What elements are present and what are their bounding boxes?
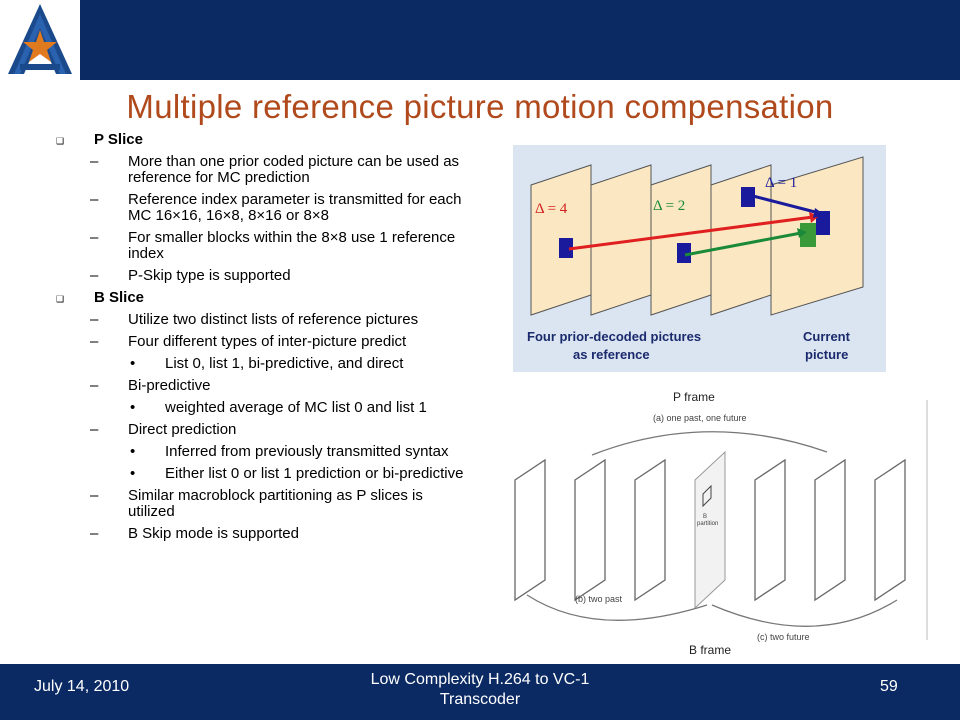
reference-frame-2 <box>650 164 712 316</box>
arc-two-future <box>711 599 898 627</box>
university-logo <box>0 0 80 80</box>
list-item: –Reference index parameter is transmitte… <box>90 191 462 224</box>
arc-two-past <box>526 594 708 621</box>
list-item: –Utilize two distinct lists of reference… <box>90 311 419 328</box>
footer-title-line2: Transcoder <box>439 691 521 708</box>
p-frame-label: P frame <box>673 390 715 404</box>
list-item: –Direct prediction <box>90 421 237 438</box>
reference-frames-figure: Δ = 4 Δ = 2 Δ = 1 Four prior-decoded pic… <box>513 145 886 372</box>
ref-block-1 <box>741 187 755 207</box>
b-frame-label: B frame <box>689 643 732 657</box>
frame-outline <box>754 458 786 602</box>
current-frame <box>770 156 864 316</box>
delta-4-label: Δ = 4 <box>535 201 568 217</box>
b-frame <box>694 450 726 610</box>
frame-outline <box>874 458 906 602</box>
red-motion-arrow <box>568 215 814 251</box>
sub-list-item: •Inferred from previously transmitted sy… <box>130 443 449 460</box>
list-item: –B Skip mode is supported <box>90 525 299 542</box>
list-item: –For smaller blocks within the 8×8 use 1… <box>90 229 456 262</box>
frame-outline <box>514 458 546 602</box>
footer-date: July 14, 2010 <box>34 678 130 695</box>
delta-1-label: Δ = 1 <box>765 175 797 191</box>
list-item: –Four different types of inter-picture p… <box>90 333 407 350</box>
delta-2-label: Δ = 2 <box>653 198 685 214</box>
header-bar <box>0 0 960 80</box>
arc-a-label: (a) one past, one future <box>653 413 747 423</box>
section-heading: ❑B Slice <box>56 289 145 306</box>
list-item: –More than one prior coded picture can b… <box>90 153 460 186</box>
current-block-green <box>800 223 816 247</box>
list-item: –Similar macroblock partitioning as P sl… <box>90 487 423 520</box>
arc-b-label: (b) two past <box>575 594 623 604</box>
reference-caption-line2: as reference <box>573 347 650 362</box>
sub-list-item: •List 0, list 1, bi-predictive, and dire… <box>130 355 404 372</box>
list-item: –P-Skip type is supported <box>90 267 291 284</box>
sub-list-item: •Either list 0 or list 1 prediction or b… <box>130 465 464 482</box>
frame-outline <box>634 458 666 602</box>
footer-title: Low Complexity H.264 to VC-1 Transcoder <box>330 670 630 710</box>
partition-label-b: B <box>703 514 707 520</box>
b-frame-prediction-figure: B partition (a) one past, one future (b)… <box>497 390 930 660</box>
section-heading: ❑P Slice <box>56 131 143 148</box>
slide-title: Multiple reference picture motion compen… <box>126 88 834 125</box>
partition-label-text: partition <box>697 521 718 527</box>
arc-c-label: (c) two future <box>757 632 810 642</box>
current-block-blue <box>816 211 830 235</box>
b-partition-block <box>702 484 712 508</box>
blue-motion-arrow <box>748 193 820 215</box>
list-item: –Bi-predictive <box>90 377 211 394</box>
sub-list-item: •weighted average of MC list 0 and list … <box>130 399 427 416</box>
ref-block-4 <box>559 238 573 258</box>
bullet-list: ❑P Slice –More than one prior coded pict… <box>52 132 472 548</box>
footer-title-line1: Low Complexity H.264 to VC-1 <box>370 671 590 688</box>
ref-block-2 <box>677 243 691 263</box>
page-number: 59 <box>880 678 898 695</box>
arc-one-past-one-future <box>591 431 828 456</box>
current-caption-line1: Current <box>803 329 851 344</box>
green-motion-arrow <box>684 231 802 257</box>
footer-bar: July 14, 2010 Low Complexity H.264 to VC… <box>0 664 960 720</box>
reference-caption-line1: Four prior-decoded pictures <box>527 329 701 344</box>
frame-outline <box>574 458 606 602</box>
current-caption-line2: picture <box>805 347 848 362</box>
frame-outline <box>814 458 846 602</box>
